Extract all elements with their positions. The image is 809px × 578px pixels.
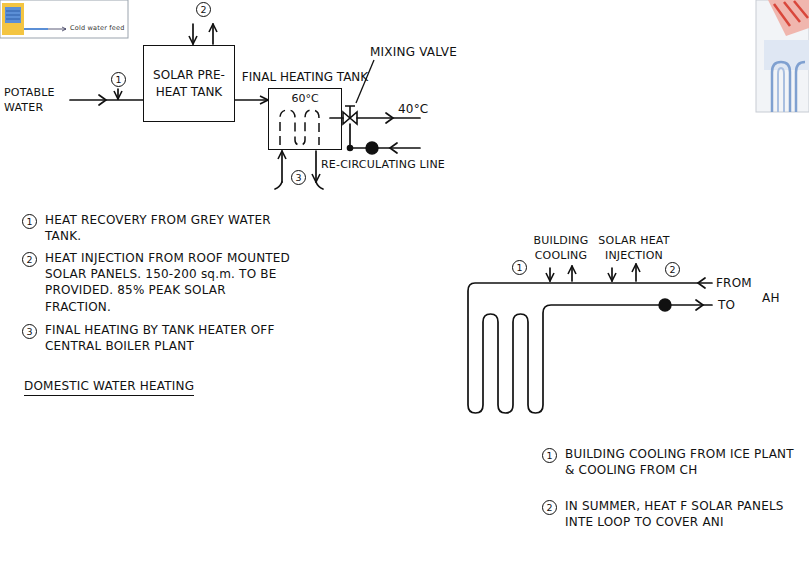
pipe-line bbox=[117, 89, 119, 99]
inset-image bbox=[768, 0, 809, 36]
callout-number: 1 bbox=[111, 72, 126, 87]
inset-image bbox=[24, 28, 48, 30]
cooling-loop bbox=[611, 268, 613, 281]
pipe-line bbox=[350, 124, 420, 148]
pump-symbol bbox=[659, 299, 671, 311]
callout-number: 2 bbox=[22, 252, 37, 267]
callout-number: 1 bbox=[512, 260, 527, 275]
cooling-loop bbox=[468, 264, 712, 413]
tank-coil bbox=[280, 110, 319, 145]
inset-image bbox=[774, 1, 808, 26]
inset-image bbox=[2, 3, 24, 35]
pipe-line bbox=[386, 113, 393, 123]
pipe-line bbox=[192, 24, 194, 44]
inset-image bbox=[796, 62, 805, 112]
pipe-line bbox=[99, 95, 106, 105]
callout-number: 1 bbox=[22, 214, 37, 229]
inset-image bbox=[764, 40, 809, 70]
note-text: BUILDING COOLING FROM ICE PLANT & COOLIN… bbox=[565, 446, 803, 478]
callout-number: 2 bbox=[665, 262, 680, 277]
line-label: RE-CIRCULATING LINE bbox=[316, 158, 450, 173]
pipe-line bbox=[212, 24, 214, 44]
valve-label: MIXING VALVE bbox=[370, 44, 457, 60]
preheat-tank: SOLAR PRE-HEAT TANK bbox=[143, 45, 235, 122]
pipe-line bbox=[357, 117, 420, 119]
inlet-label: POTABLE WATER bbox=[4, 86, 68, 116]
pump-symbol bbox=[659, 299, 671, 311]
heating-tank: FINAL HEATING TANK60°C bbox=[268, 88, 342, 150]
mixing-valve bbox=[343, 106, 357, 151]
pipe-label: FROM bbox=[716, 275, 752, 291]
mixing-valve bbox=[345, 106, 355, 118]
cooling-loop bbox=[549, 268, 551, 281]
node-text: SOLAR PRE-HEAT TANK bbox=[144, 67, 234, 99]
note-text: FINAL HEATING BY TANK HEATER OFF CENTRAL… bbox=[45, 322, 295, 354]
pump-symbol bbox=[366, 142, 378, 154]
tank-coil bbox=[280, 110, 319, 145]
diagram-title: DOMESTIC WATER HEATING bbox=[24, 378, 194, 396]
inset-image bbox=[5, 7, 21, 23]
cooling-loop bbox=[571, 266, 573, 281]
pipe-label: AH bbox=[762, 290, 780, 306]
pump-symbol bbox=[366, 142, 378, 154]
loop-label: SOLAR HEAT INJECTION bbox=[596, 234, 672, 264]
pipe-label: TO bbox=[718, 297, 735, 313]
temperature-label: 40°C bbox=[398, 101, 428, 117]
pipe-line bbox=[316, 182, 323, 189]
inset-image bbox=[756, 0, 809, 112]
note-text: HEAT INJECTION FROM ROOF MOUNTED SOLAR P… bbox=[45, 250, 295, 315]
image-caption: Cold water feed bbox=[70, 25, 125, 32]
callout-number: 1 bbox=[542, 448, 557, 463]
inset-image bbox=[0, 0, 128, 38]
inset-image bbox=[778, 68, 784, 112]
cooling-coil bbox=[468, 283, 712, 413]
loop-label: BUILDING COOLING bbox=[528, 234, 594, 264]
pipe-line bbox=[275, 182, 282, 189]
callout-number: 2 bbox=[196, 2, 211, 17]
callout-number: 3 bbox=[291, 170, 306, 185]
pipe-line bbox=[281, 151, 283, 182]
inset-image bbox=[6, 11, 20, 19]
callout-number: 2 bbox=[542, 500, 557, 515]
mixing-valve bbox=[348, 146, 353, 151]
node-text: 60°C bbox=[269, 92, 341, 107]
pipe-line bbox=[315, 151, 317, 182]
inset-image bbox=[0, 0, 128, 38]
pipe-connector bbox=[235, 99, 268, 101]
callout-number: 3 bbox=[22, 324, 37, 339]
inset-image bbox=[772, 62, 790, 112]
cooling-loop bbox=[635, 264, 637, 281]
inset-image bbox=[48, 27, 66, 31]
note-text: IN SUMMER, HEAT F SOLAR PANELS INTE LOOP… bbox=[565, 498, 803, 530]
node-heading: FINAL HEATING TANK bbox=[242, 69, 368, 85]
inset-image bbox=[756, 0, 809, 112]
pipe-line bbox=[390, 143, 397, 153]
note-text: HEAT RECOVERY FROM GREY WATER TANK. bbox=[45, 212, 295, 244]
